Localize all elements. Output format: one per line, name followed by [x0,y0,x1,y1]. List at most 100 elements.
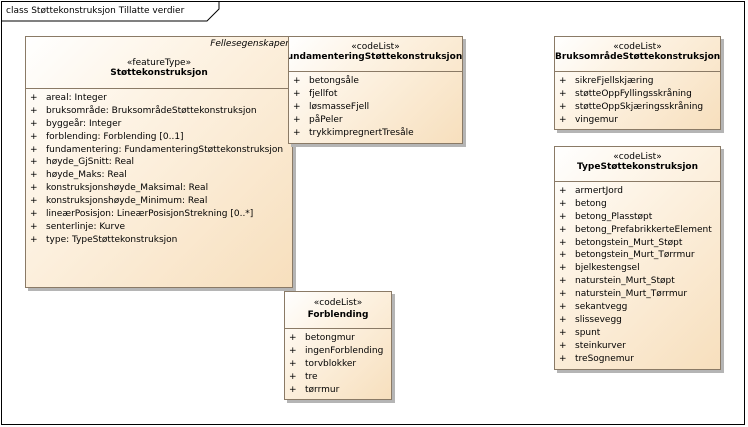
attribute-row: + konstruksjonshøyde_Maksimal: Real [26,182,292,195]
attribute-row: +senterlinje: Kurve [26,221,292,234]
attribute-text: bruksområde: BruksområdeStøttekonstruksj… [46,105,257,116]
attribute-text: høyde_GjSnitt: Real [46,157,135,168]
public-visibility-icon: + [30,93,38,103]
attribute-row: +tørrmur [285,384,391,397]
stereotype-label: «codeList» [313,298,363,308]
attribute-list: +areal: Integer+bruksområde: Bruksområde… [26,89,292,247]
public-visibility-icon: + [30,144,38,155]
attribute-text: betongstein_Murt_Tørrmur [575,250,695,261]
class-name: Støttekonstruksjon [110,68,208,78]
attribute-text: bjelkestengsel [575,263,640,274]
attribute-row: +tre [285,371,391,384]
public-visibility-icon: + [559,289,567,300]
attribute-row: +høyde_Maks: Real [26,169,292,182]
attribute-row: +støtteOppSkjæringsskråning [555,101,720,114]
stereotype-label: «codeList» [613,42,662,52]
attribute-row: +sekantvegg [555,301,720,314]
attribute-text: armertJord [575,186,624,196]
attribute-text: areal: Integer [46,93,107,103]
class-bruksomrade[interactable]: «codeList» BruksområdeStøttekonstruksjon… [554,36,721,130]
attribute-list: +sikreFjellskjæring+støtteOppFyllingsskr… [555,72,720,127]
class-forblending[interactable]: «codeList» Forblending +betongmur+ingenF… [284,291,392,400]
frame-title-tab [2,2,220,22]
attribute-row: +løsmasseFjell [289,101,462,114]
public-visibility-icon: + [559,114,567,125]
public-visibility-icon: + [293,114,301,125]
class-name: TypeStøttekonstruksjon [576,162,699,172]
public-visibility-icon: + [559,314,567,325]
attribute-row: +vingemur [555,114,720,127]
public-visibility-icon: + [559,198,567,209]
attribute-row: +type: TypeStøttekonstruksjon [26,234,292,247]
public-visibility-icon: + [289,333,297,343]
attribute-text: torvblokker [305,358,357,369]
attribute-text: påPeler [309,114,343,125]
public-visibility-icon: + [289,358,297,369]
attribute-row: +armertJord [555,185,720,198]
attribute-row: +ingenForblending [285,345,391,358]
attribute-text: betongsåle [309,76,359,86]
class-name: Forblending [307,310,369,320]
public-visibility-icon: + [559,101,567,112]
class-name: BruksområdeStøttekonstruksjon [555,52,721,62]
class-fundamentering[interactable]: «codeList» FundamenteringStøttekonstruks… [288,36,463,144]
public-visibility-icon: + [559,340,567,351]
diagram-title: class Støttekonstruksjon Tillatte verdie… [6,6,185,16]
stereotype-label: «featureType» [126,58,192,68]
attribute-row: + areal: Integer [26,92,292,105]
attribute-text: spunt [575,327,601,338]
public-visibility-icon: + [559,237,567,248]
public-visibility-icon: + [293,101,301,112]
attribute-row: + naturstein_Murt_Støpt [555,275,720,288]
attribute-row: +spunt [555,327,720,340]
attribute-text: naturstein_Murt_Støpt [575,276,675,287]
attribute-row: + påPeler [289,114,462,127]
public-visibility-icon: + [559,276,567,287]
attribute-row: +betongstein_Murt_Støpt [555,237,720,250]
class-stottekonstruksjon[interactable]: Fellesegenskaper «featureType» Støttekon… [25,36,293,288]
public-visibility-icon: + [559,353,567,364]
class-header: Fellesegenskaper «featureType» Støttekon… [26,37,292,89]
attribute-text: konstruksjonshøyde_Maksimal: Real [46,183,209,194]
public-visibility-icon: + [559,250,567,261]
attribute-row: +betongmur [285,332,391,345]
attribute-text: sikreFjellskjæring [575,76,654,86]
attribute-text: forblending: Forblending [0..1] [46,131,184,142]
attribute-text: sekantvegg [575,302,628,313]
public-visibility-icon: + [30,157,38,168]
attribute-text: betong_Plasstøpt [575,211,653,222]
class-type[interactable]: «codeList» TypeStøttekonstruksjon +armer… [554,146,721,370]
class-header: «codeList» Forblending [285,292,391,329]
attribute-row: +lineærPosisjon: LineærPosisjonStrekning… [26,208,292,221]
attribute-text: treSognemur [575,353,634,364]
attribute-list: +betongsåle+fjellfot+løsmasseFjell+påPel… [289,72,462,139]
attribute-text: tre [305,371,318,382]
attribute-text: senterlinje: Kurve [46,221,126,232]
attribute-text: slissevegg [575,314,622,325]
public-visibility-icon: + [30,196,38,207]
attribute-text: steinkurver [575,340,626,351]
public-visibility-icon: + [293,88,301,99]
attribute-text: betong_PrefabrikkerteElement [575,224,712,235]
attribute-row: +forblending: Forblending [0..1] [26,131,292,144]
attribute-text: konstruksjonshøyde_Minimum: Real [46,196,208,207]
public-visibility-icon: + [30,183,38,194]
stereotype-label: «codeList» [351,42,400,52]
attribute-text: naturstein_Murt_Tørrmur [575,289,688,300]
attribute-row: +bruksområde: BruksområdeStøttekonstruks… [26,105,292,118]
public-visibility-icon: + [559,263,567,274]
attribute-row: + bjelkestengsel [555,262,720,275]
attribute-row: + sikreFjellskjæring [555,75,720,88]
public-visibility-icon: + [559,88,567,99]
attribute-text: lineærPosisjon: LineærPosisjonStrekning … [46,209,254,220]
public-visibility-icon: + [559,76,567,86]
public-visibility-icon: + [30,234,38,245]
attribute-row: + konstruksjonshøyde_Minimum: Real [26,195,292,208]
attribute-text: byggeår: Integer [46,118,122,129]
public-visibility-icon: + [289,384,297,395]
class-header: «codeList» FundamenteringStøttekonstruks… [289,37,462,72]
public-visibility-icon: + [293,76,301,86]
attribute-text: betong [575,198,607,209]
public-visibility-icon: + [559,211,567,222]
class-header: «codeList» TypeStøttekonstruksjon [555,147,720,182]
